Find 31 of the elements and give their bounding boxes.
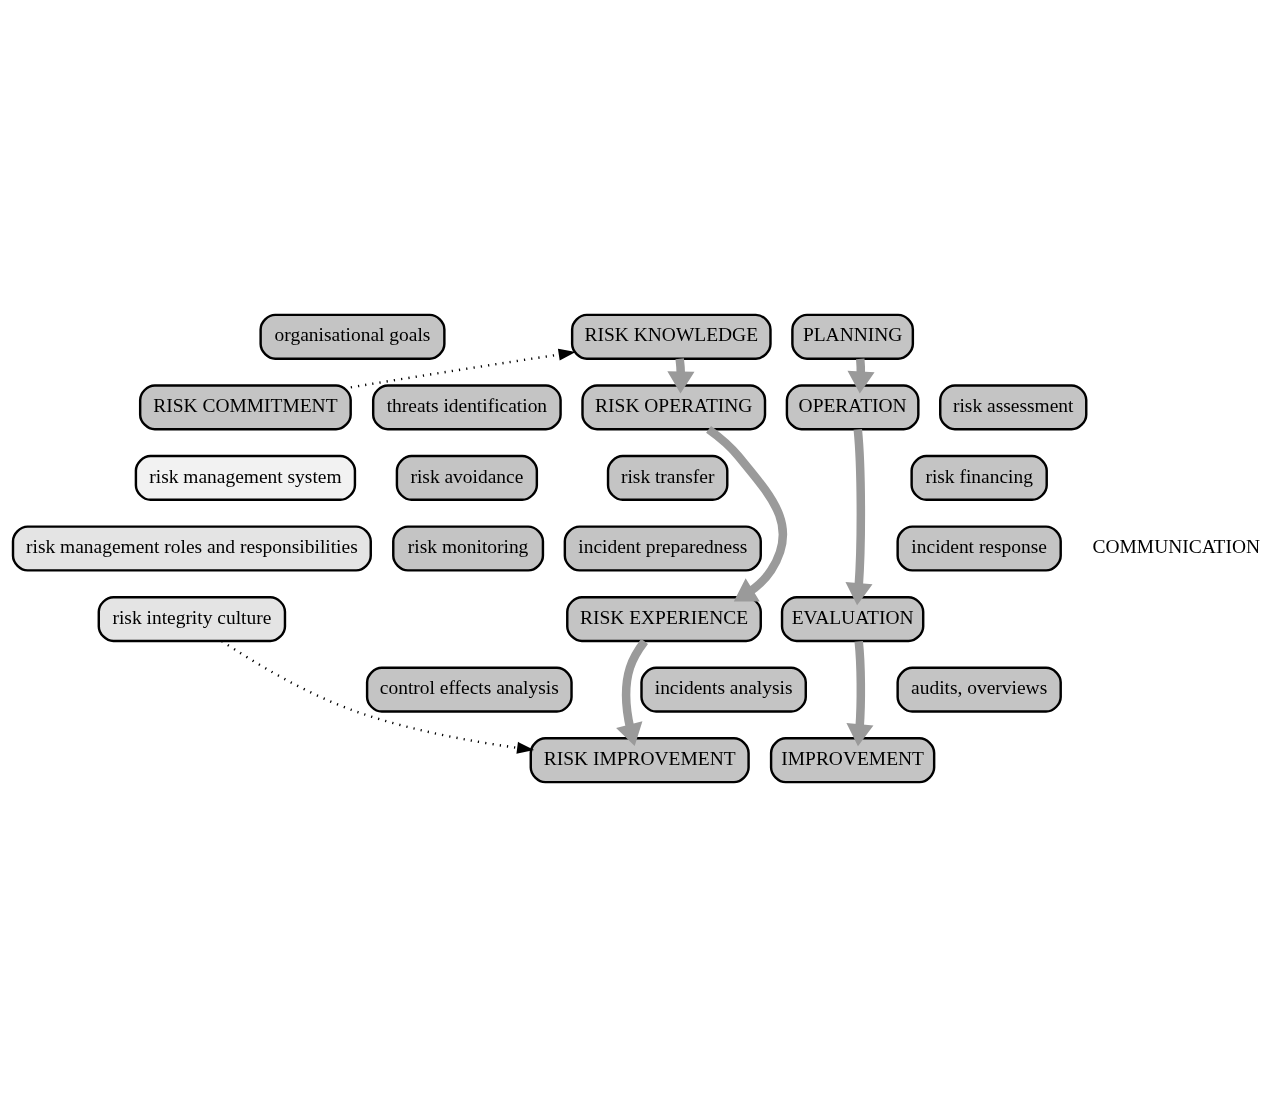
node-box: risk management system <box>134 454 357 502</box>
label: COMMUNICATION <box>1092 536 1261 558</box>
node-box: risk avoidance <box>395 454 539 502</box>
node-box: EVALUATION <box>780 595 925 643</box>
node-box: control effects analysis <box>365 666 573 713</box>
node-box: audits, overviews <box>896 666 1062 713</box>
node-box: RISK IMPROVEMENT <box>529 737 750 784</box>
node-box: OPERATION <box>785 384 920 431</box>
node-box: threats identification <box>371 384 562 431</box>
arrow <box>846 640 874 747</box>
node-box: risk transfer <box>606 454 729 502</box>
node-box: risk management roles and responsibilities <box>11 525 372 572</box>
node-box: risk integrity culture <box>97 595 287 643</box>
node-box: RISK COMMITMENT <box>138 384 352 431</box>
node-box: RISK OPERATING <box>581 384 767 431</box>
arrow <box>706 425 788 602</box>
arrow <box>616 638 648 747</box>
node-box: incident preparedness <box>563 525 762 572</box>
node-box: organisational goals <box>259 313 446 360</box>
node-box: IMPROVEMENT <box>769 737 936 784</box>
node-box: risk monitoring <box>392 525 545 572</box>
arrow <box>221 640 535 754</box>
node-box: RISK KNOWLEDGE <box>570 313 772 360</box>
node-box: RISK EXPERIENCE <box>566 595 762 643</box>
node-box: PLANNING <box>791 313 915 360</box>
node-box: risk assessment <box>939 384 1088 431</box>
arrow <box>845 429 873 606</box>
arrow <box>350 348 576 389</box>
node-box: risk financing <box>910 454 1048 502</box>
node-box: incidents analysis <box>640 666 807 713</box>
node-box: incident response <box>896 525 1062 572</box>
